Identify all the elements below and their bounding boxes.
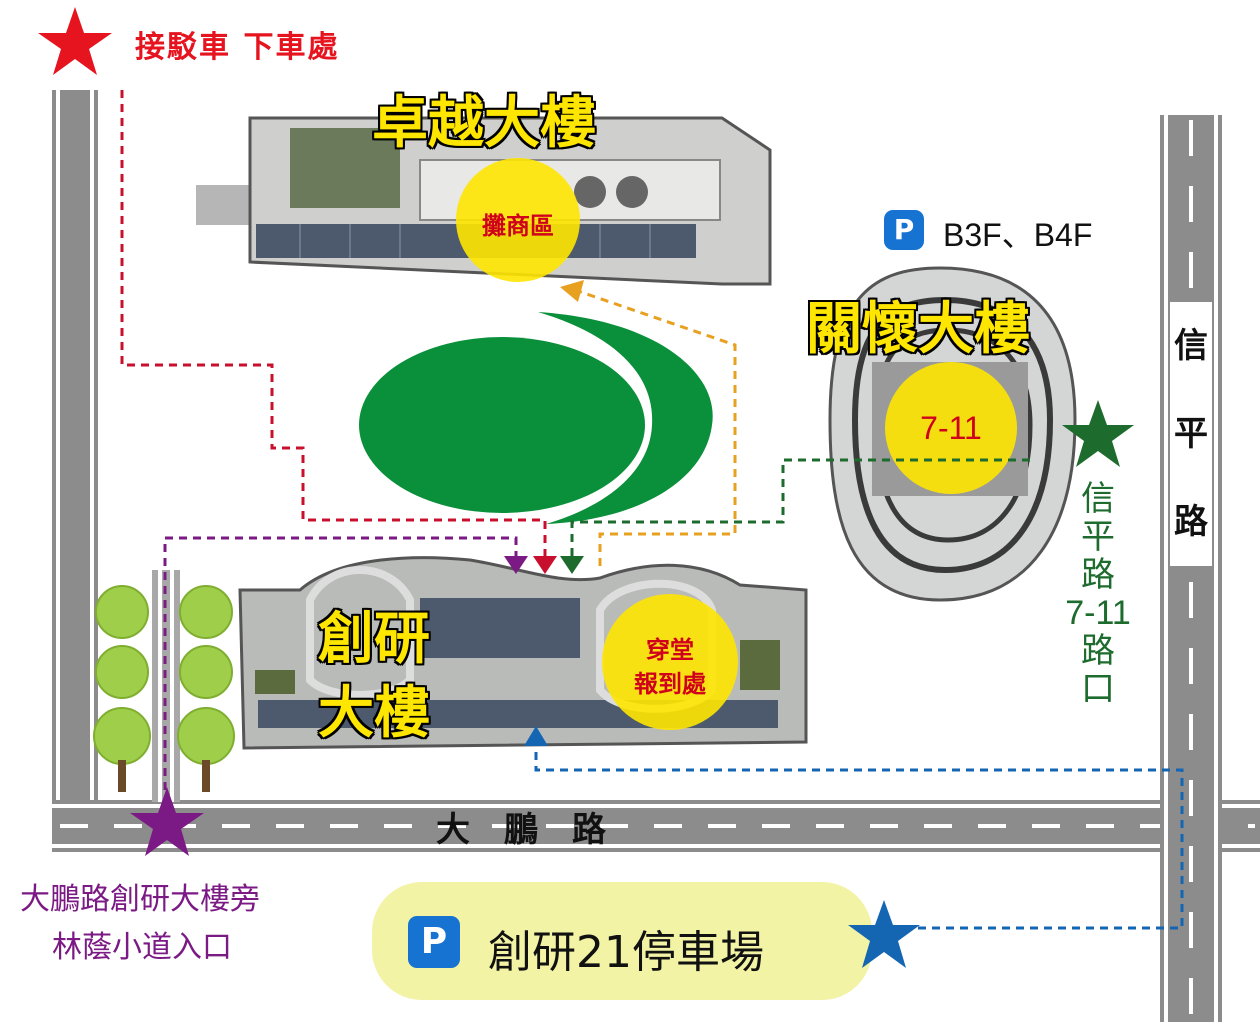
label-line: 7-11	[1065, 594, 1131, 632]
label-line: 路	[1081, 555, 1115, 595]
parking-lot-label: 創研21停車場	[488, 927, 764, 978]
label-dapeng-trail-line1: 大鵬路創研大樓旁	[20, 882, 260, 917]
road-label-dapeng: 大 鵬 路	[436, 810, 606, 850]
path-orange	[574, 288, 737, 566]
road-dapeng	[52, 800, 1260, 852]
building-title-chuangyan-line1: 創研	[318, 607, 430, 672]
star-icon-dapeng-trail	[130, 787, 204, 856]
star-icon-shuttle	[38, 7, 112, 75]
arrow-blue	[524, 726, 548, 746]
road-label-xinping-char: 信	[1170, 302, 1212, 390]
spot-label-zhuoyue: 攤商區	[482, 212, 554, 240]
building-title-zhuoyue: 卓越大樓	[372, 91, 596, 156]
trees	[93, 585, 235, 792]
spot-circle-zhuoyue	[456, 158, 580, 282]
road-left-vertical	[52, 90, 98, 852]
road-xinping	[1160, 115, 1222, 1022]
arrow-green	[560, 556, 584, 574]
star-icon-xinping	[1062, 400, 1134, 467]
green-logo	[359, 312, 713, 524]
star-icon-parking	[848, 900, 920, 968]
label-line: 平	[1081, 517, 1115, 557]
label-xinping-711: 信 平 路 7-11 路 口	[1050, 480, 1146, 708]
arrow-purple	[504, 556, 528, 574]
parking-icon-lot: P	[408, 916, 460, 968]
path-purple	[163, 536, 518, 790]
arrow-orange	[560, 280, 584, 302]
label-line: 口	[1081, 669, 1115, 709]
parking-lot-pill	[372, 882, 872, 1000]
path-blue	[534, 740, 1184, 930]
spot-label-guanhuai: 7-11	[920, 410, 982, 446]
path-green	[570, 458, 1030, 560]
label-line: 信	[1081, 479, 1115, 519]
label-line: 路	[1081, 631, 1115, 671]
path-red	[120, 90, 547, 560]
road-label-xinping-char: 平	[1170, 390, 1212, 478]
shuttle-label: 接駁車 下車處	[135, 30, 340, 65]
parking-levels: B3F、B4F	[943, 217, 1093, 253]
road-label-xinping: 信 平 路	[1170, 302, 1212, 566]
road-label-xinping-char: 路	[1170, 478, 1212, 566]
spot-label-chuangyan-line2: 報到處	[634, 670, 706, 698]
building-title-guanhuai: 關懷大樓	[806, 297, 1030, 362]
label-dapeng-trail-line2: 林蔭小道入口	[52, 930, 232, 965]
spot-label-chuangyan-line1: 穿堂	[646, 636, 694, 664]
spot-circle-chuangyan	[602, 594, 738, 730]
parking-icon-guanhuai: P	[884, 210, 924, 250]
building-title-chuangyan-line2: 大樓	[318, 681, 430, 746]
arrow-red	[533, 556, 557, 574]
